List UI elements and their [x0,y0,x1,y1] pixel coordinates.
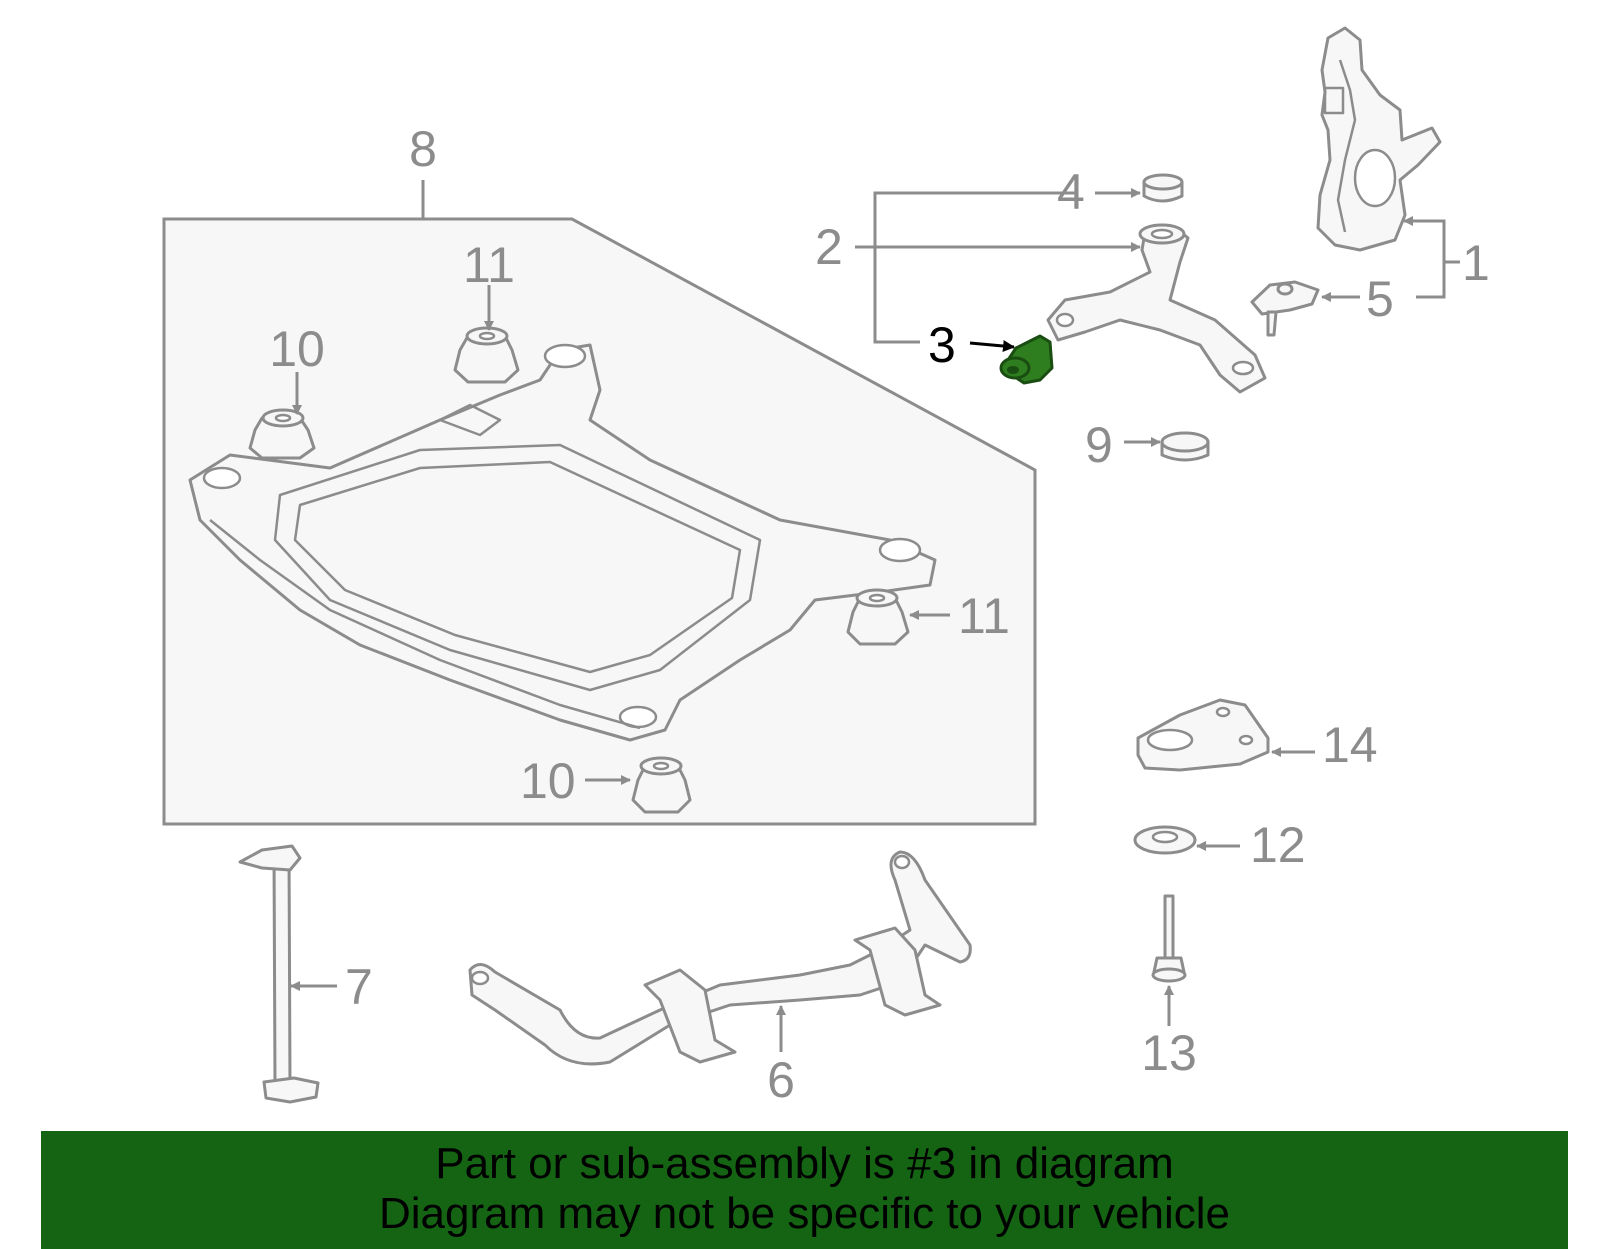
callout-5: 5 [1366,271,1394,327]
callout-11-top: 11 [463,237,515,293]
part-14-bracket [1136,698,1270,772]
part-3-highlighted-bushing [999,334,1054,385]
callout-11-right: 11 [958,588,1010,644]
subframe-crossmember [188,343,937,742]
callout-3-highlighted: 3 [928,317,956,373]
subframe-bushing-11-top [453,326,520,384]
part-6-stabilizer-bar [468,850,972,1066]
banner-part-note: Part or sub-assembly is #3 in diagram [435,1139,1174,1188]
callout-2: 2 [815,219,843,275]
callout-8: 8 [409,121,437,177]
part-1-steering-knuckle [1316,26,1442,252]
part-4-bushing-cap [1142,173,1184,203]
callout-12: 12 [1250,817,1306,873]
callout-9: 9 [1085,417,1113,473]
part-13-bolt [1151,894,1187,983]
callout-10-bottom: 10 [520,753,576,809]
part-5-ball-joint [1250,280,1320,337]
part-7-stabilizer-link [238,844,320,1104]
callout-6: 6 [767,1052,795,1108]
callout-7: 7 [345,959,373,1015]
part-9-cap [1160,431,1210,462]
callout-14: 14 [1322,717,1378,773]
callout-10-left: 10 [269,321,325,377]
part-2-lower-control-arm [1046,223,1267,394]
part-3-leader-arrow [969,340,1015,352]
banner-disclaimer: Diagram may not be specific to your vehi… [378,1189,1231,1238]
callout-13: 13 [1141,1025,1197,1081]
callout-1: 1 [1462,235,1490,291]
subframe-bushing-11-right [846,588,910,646]
callout-4: 4 [1057,164,1085,220]
subframe-bushing-10-bottom [631,756,692,814]
part-12-washer [1133,825,1197,855]
info-banner: Part or sub-assembly is #3 in diagram Di… [41,1131,1568,1249]
